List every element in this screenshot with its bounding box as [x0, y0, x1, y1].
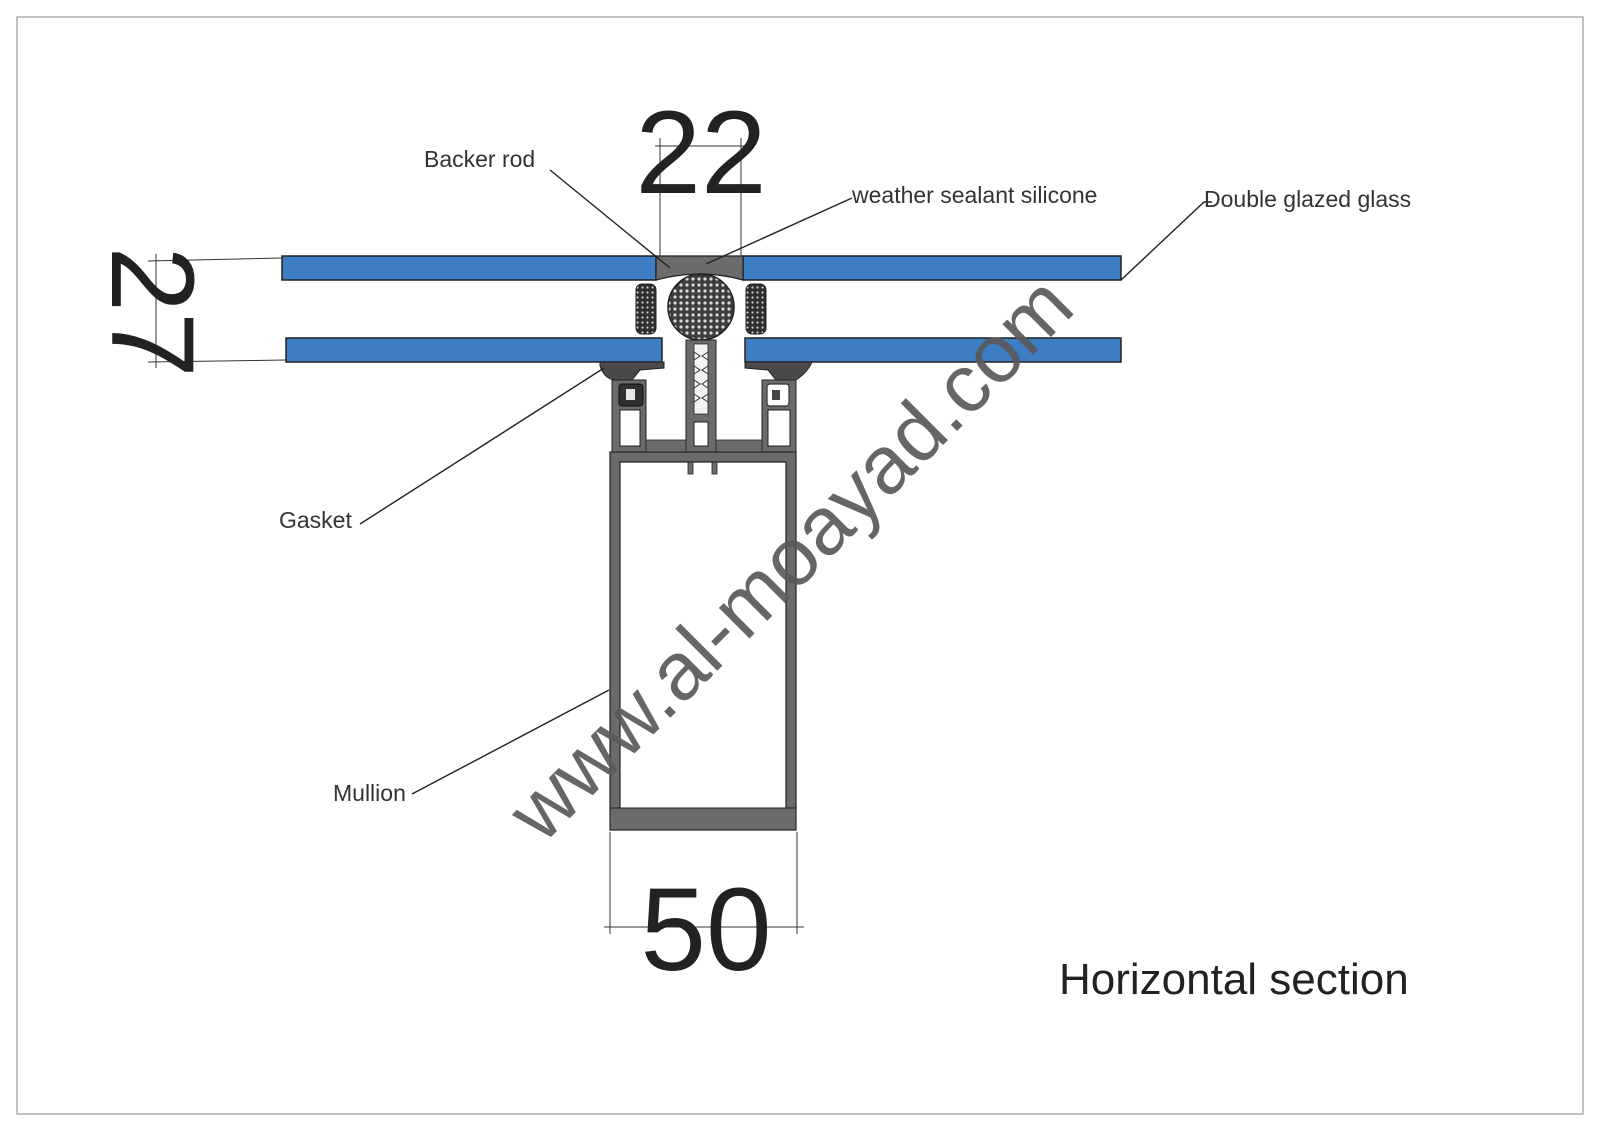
glass-outer-right [742, 255, 1122, 281]
label-weather-sealant: weather sealant silicone [851, 182, 1097, 208]
glass-outer-left [281, 255, 657, 281]
leader-mullion [411, 689, 610, 795]
leader-gasket [359, 367, 605, 525]
dimension-22-text: 22 [635, 87, 766, 219]
label-gasket: Gasket [279, 507, 352, 533]
glass-inner-left [285, 337, 663, 363]
spacer-tape-left [635, 283, 657, 335]
leader-weather-sealant [705, 197, 853, 265]
gasket [599, 361, 813, 381]
dimension-27-text: 27 [86, 246, 218, 377]
dimension-mullion-width: 50 [604, 832, 804, 996]
label-double-glazed: Double glazed glass [1204, 186, 1411, 212]
double-glazed-glass [281, 255, 1122, 363]
dimension-glass-thickness: 27 [86, 246, 287, 378]
glass-inner-right [744, 337, 1122, 363]
spacer-tape-right [745, 283, 767, 335]
mullion [609, 339, 797, 831]
backer-rod [667, 273, 735, 341]
label-backer-rod: Backer rod [424, 146, 535, 172]
dimension-joint-width: 22 [635, 87, 767, 256]
dimension-50-text: 50 [640, 864, 771, 996]
label-mullion: Mullion [333, 780, 406, 806]
sheet-border [16, 16, 1584, 1115]
drawing-title: Horizontal section [1059, 955, 1409, 1004]
leader-backer-rod [549, 169, 671, 269]
leader-double-glazed [1120, 201, 1212, 281]
